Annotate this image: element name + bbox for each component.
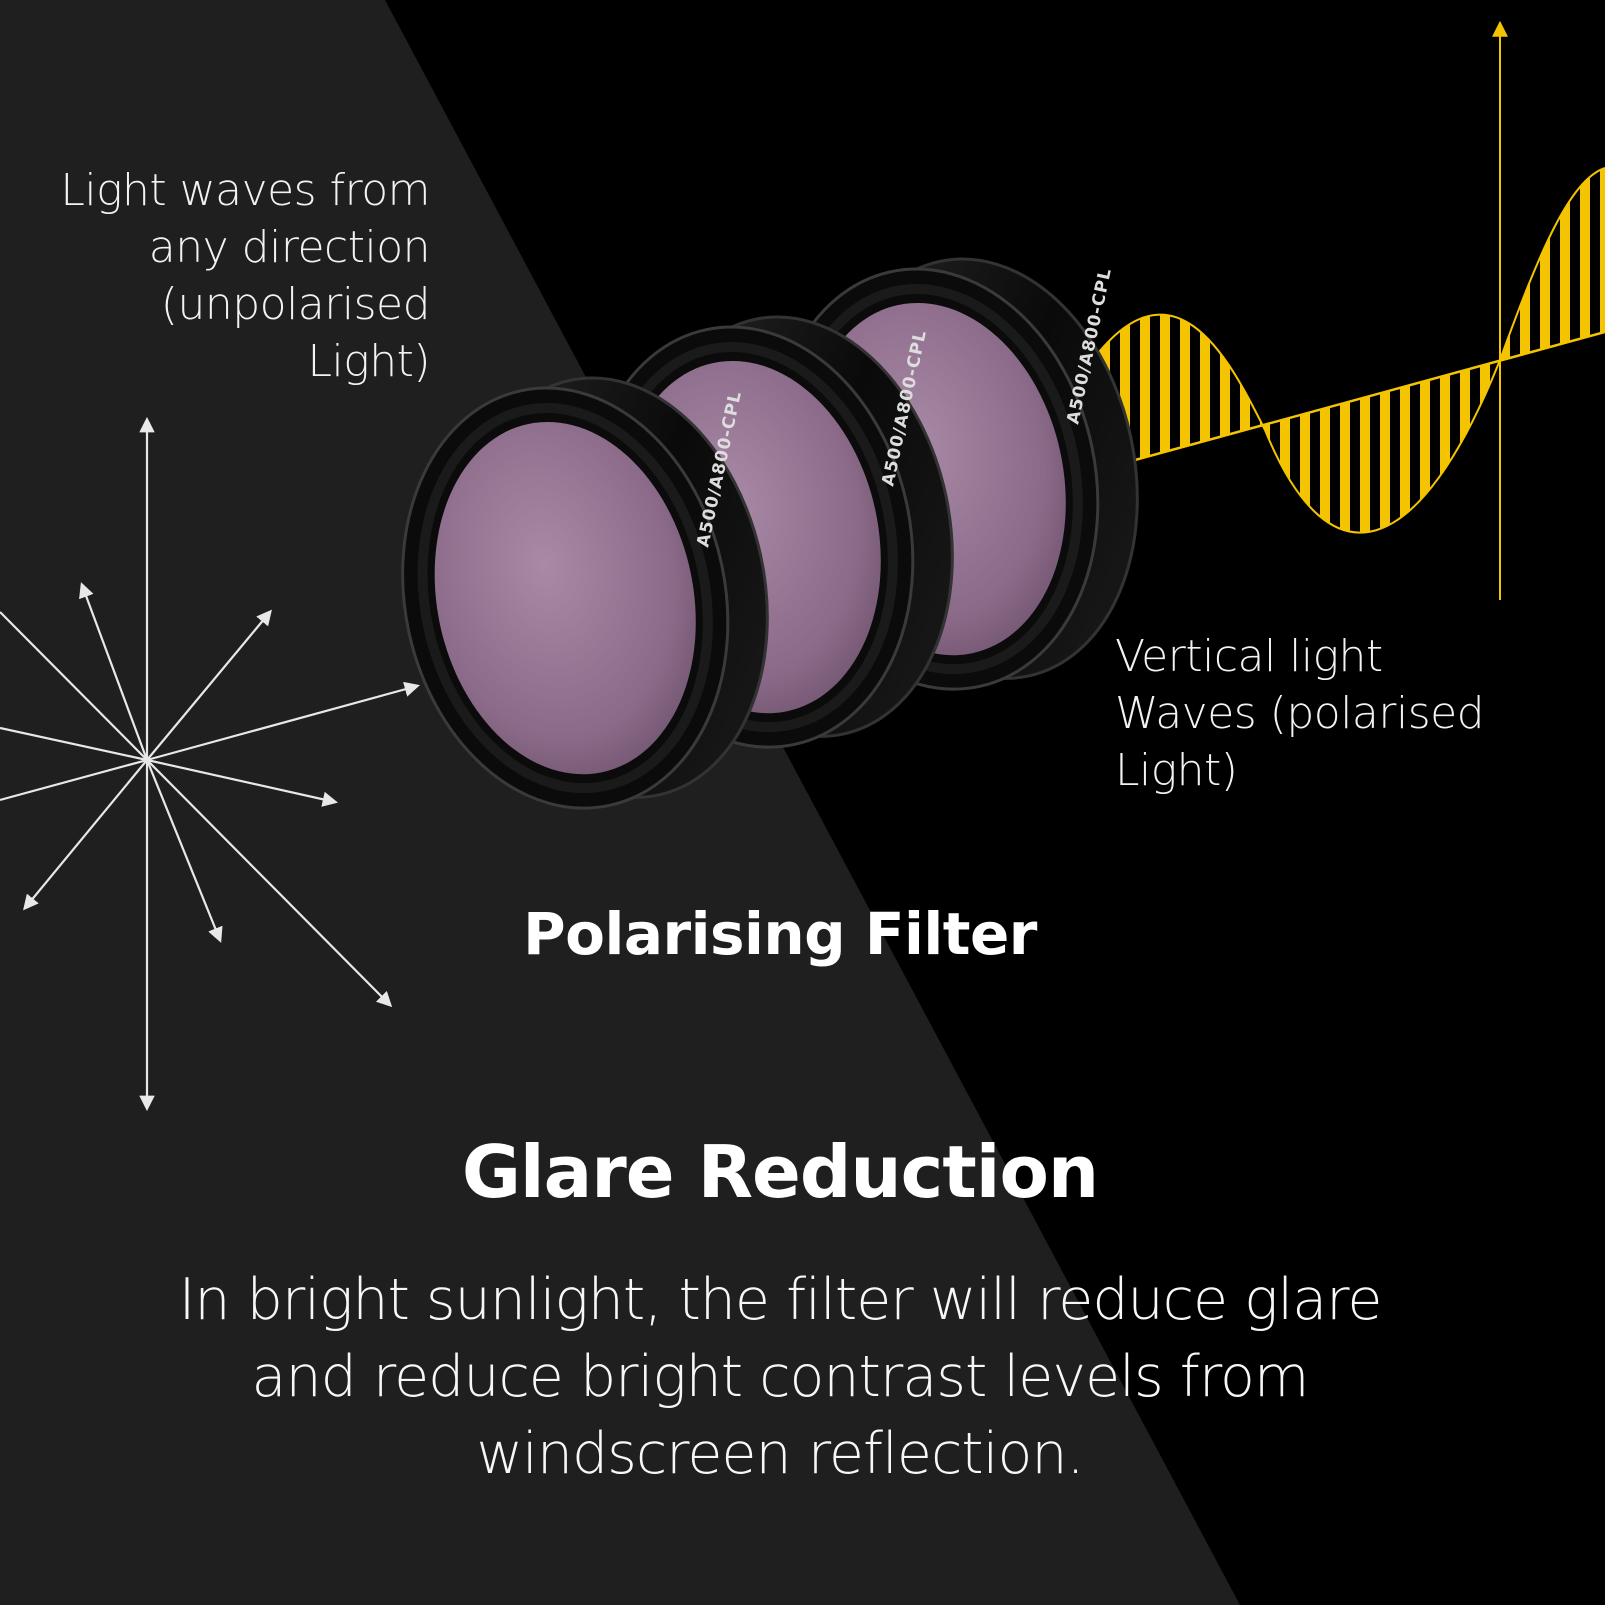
body-text: In bright sunlight, the filter will redu… xyxy=(178,1267,1383,1487)
headline: Glare Reduction xyxy=(461,1130,1099,1214)
polarised-light-label: Vertical light Waves (polarised Light) xyxy=(1115,631,1485,796)
unpolarised-light-label: Light waves from any direction (unpolari… xyxy=(60,165,430,387)
polarising-filter-label: Polarising Filter xyxy=(523,900,1037,968)
lens-front xyxy=(401,376,769,810)
